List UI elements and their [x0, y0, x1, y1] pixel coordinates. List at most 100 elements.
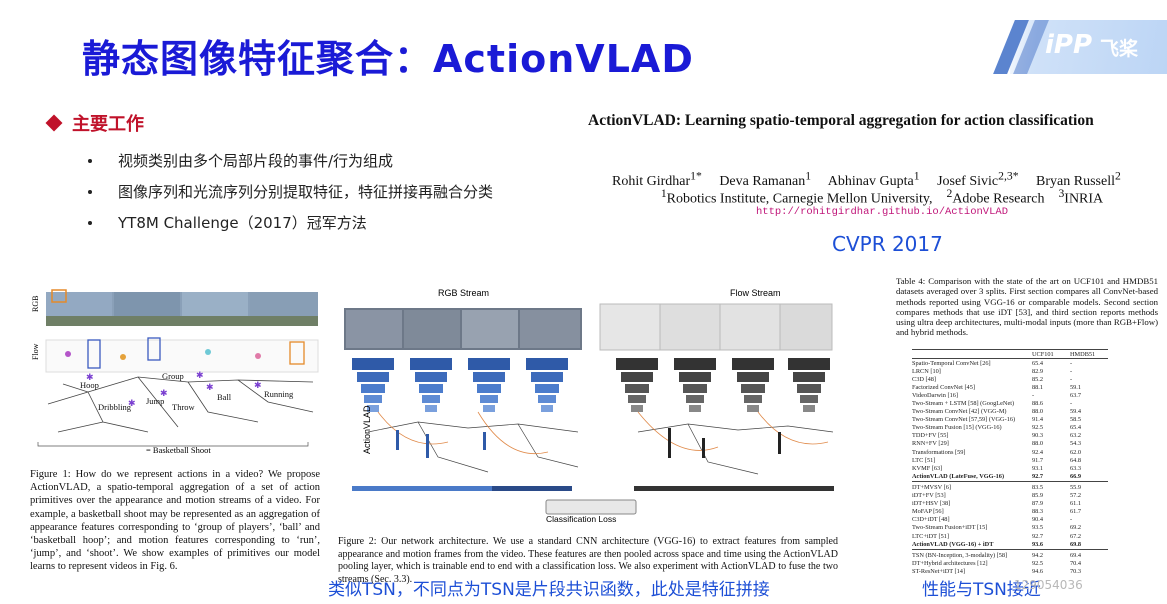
hmdb51-cell: 65.4 — [1070, 424, 1082, 432]
figure2-caption: Figure 2: Our network architecture. We u… — [338, 536, 838, 585]
hmdb51-cell: 69.4 — [1070, 551, 1082, 559]
method-cell: C3D [48] — [912, 375, 936, 383]
watermark: 129054036 — [1014, 578, 1083, 592]
method-cell: iDT+FV [53] — [912, 492, 946, 500]
table-body: Spatio-Temporal ConvNet [26]65.4-LRCN [1… — [912, 359, 1108, 575]
method-cell: TSN (BN-Inception, 3-modality) [58] — [912, 551, 1008, 559]
table-row: LRCN [10] 82.9 - — [912, 367, 1108, 375]
method-cell: LTC+iDT [51] — [912, 532, 949, 540]
svg-text:✱: ✱ — [128, 399, 136, 409]
hmdb51-cell: 61.7 — [1070, 508, 1082, 516]
ucf101-cell: 91.7 — [1032, 456, 1044, 464]
bullet-item: YT8M Challenge（2017）冠军方法 — [88, 207, 493, 238]
table-row: VideoDarwin [16]-63.7 — [912, 391, 1108, 399]
ucf101-cell: 90.3 — [1032, 432, 1044, 440]
svg-text:✱: ✱ — [196, 371, 204, 381]
hmdb51-cell: 61.1 — [1070, 500, 1082, 508]
bullet-dot-icon — [88, 189, 92, 194]
figure1-caption: Figure 1: How do we represent actions in… — [30, 469, 320, 573]
ucf101-cell: 82.9 — [1032, 367, 1044, 375]
flow-cnn-stacks — [616, 358, 830, 412]
ucf101-cell: - — [1032, 391, 1035, 399]
rgb-frames — [344, 308, 582, 350]
ucf101-cell: 91.4 — [1032, 416, 1044, 424]
method-cell: ActionVLAD (VGG-16) + iDT — [912, 540, 994, 548]
hmdb51-cell: - — [1070, 400, 1073, 408]
method-cell: LRCN [10] — [912, 367, 941, 375]
method-cell: ActionVLAD (LateFuse, VGG-16) — [912, 472, 1005, 480]
action-label: Jump — [146, 396, 164, 406]
flow-frames — [599, 303, 833, 351]
method-cell: TDD+FV [55] — [912, 432, 949, 440]
method-cell: Two-Stream Fusion [15] (VGG-16) — [912, 424, 1002, 432]
hmdb51-cell: 67.2 — [1070, 532, 1082, 540]
action-label: Throw — [172, 402, 196, 412]
hmdb51-cell: 64.8 — [1070, 456, 1082, 464]
method-cell: Spatio-Temporal ConvNet [26] — [912, 359, 991, 367]
table-row: TDD+FV [55] 90.3 63.2 — [912, 432, 1108, 440]
ucf101-cell: 83.5 — [1032, 483, 1044, 491]
loss-label: Classification Loss — [546, 514, 616, 524]
method-cell: LTC [51] — [912, 456, 936, 464]
hmdb51-cell: 54.3 — [1070, 440, 1082, 448]
paper-title: ActionVLAD: Learning spatio-temporal agg… — [588, 112, 1094, 129]
author: Josef Sivic2,3* — [937, 169, 1019, 189]
method-cell: Two-Stream Fusion+iDT [15] — [912, 524, 988, 532]
hmdb51-cell: 63.3 — [1070, 464, 1082, 472]
author: Deva Ramanan1 — [719, 169, 812, 189]
method-cell: Two-Stream + LSTM [58] (GoogLeNet) — [912, 400, 1015, 408]
ucf101-cell: 94.2 — [1032, 551, 1044, 559]
ucf101-cell: 94.6 — [1032, 567, 1044, 575]
ucf101-cell: 92.4 — [1032, 448, 1044, 456]
run-box — [289, 341, 305, 365]
bullet-dot-icon — [88, 158, 92, 163]
svg-text:✱: ✱ — [206, 383, 214, 393]
hoop-box — [51, 289, 67, 303]
rgb-vlad-bars — [396, 430, 486, 458]
table-section-divider — [912, 481, 1108, 483]
hmdb51-cell: - — [1070, 359, 1073, 367]
method-cell: RNN+FV [29] — [912, 440, 949, 448]
method-cell: DT+Hybrid architectures [12] — [912, 559, 988, 567]
primitive-star-icons: ✱✱✱✱✱✱ — [86, 371, 262, 409]
flow-frame-strip — [45, 337, 319, 373]
method-cell: iDT+HSV [38] — [912, 500, 951, 508]
method-cell: C3D+iDT [48] — [912, 516, 950, 524]
vlad-graph — [367, 421, 834, 475]
bullet-text: 视频类别由多个局部片段的事件/行为组成 — [118, 152, 394, 170]
bullet-item: 视频类别由多个局部片段的事件/行为组成 — [88, 145, 493, 176]
ucf101-cell: 92.5 — [1032, 559, 1044, 567]
flow-row-label: Flow — [31, 343, 40, 360]
action-label: Dribbling — [98, 402, 132, 412]
ucf101-cell: 92.7 — [1032, 472, 1044, 480]
method-cell: Transformations [59] — [912, 448, 966, 456]
hmdb51-cell: - — [1070, 367, 1073, 375]
bullet-text: 图像序列和光流序列分别提取特征，特征拼接再融合分类 — [118, 183, 494, 201]
paper-url[interactable]: http://rohitgirdhar.github.io/ActionVLAD — [755, 206, 1009, 218]
svg-text:✱: ✱ — [86, 373, 94, 383]
actionvlad-side-label: ActionVLAD — [362, 405, 372, 454]
table-row: TSN (BN-Inception, 3-modality) [58] 94.2 6… — [912, 551, 1108, 559]
table-row: LTC [51] 91.7 64.8 — [912, 456, 1108, 464]
method-cell: ST-ResNet+iDT [14] — [912, 567, 966, 575]
ucf101-cell: 85.9 — [1032, 492, 1044, 500]
slide-title: 静态图像特征聚合：ActionVLAD — [82, 37, 694, 81]
svg-text:✱: ✱ — [254, 381, 262, 391]
method-cell: DT+MVSV [6] — [912, 483, 951, 491]
figure1-illustration: RGB Flow Hoop Group Dribbling Jump Throw… — [31, 289, 319, 454]
hmdb51-cell: 59.4 — [1070, 408, 1082, 416]
figure2-architecture: RGB Stream Flow Stream ActionVLAD — [344, 288, 834, 524]
hmdb51-cell: 63.2 — [1070, 432, 1082, 440]
affiliation: Adobe Research — [952, 191, 1045, 207]
